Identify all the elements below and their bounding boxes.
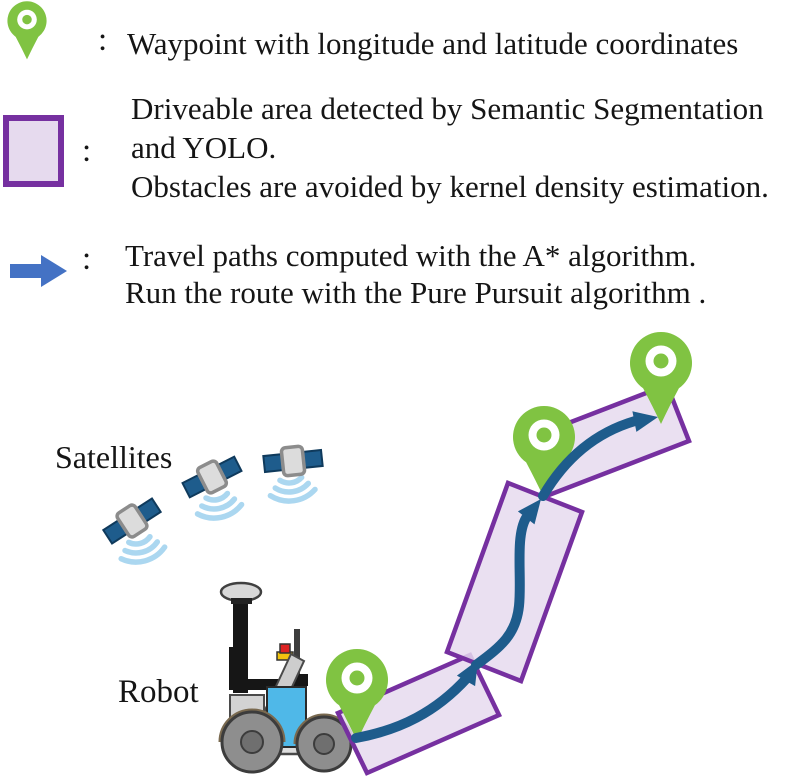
signal-waves-icon <box>197 487 243 527</box>
legend-colon: : <box>98 22 108 58</box>
satellite-icon <box>178 449 246 505</box>
legend-driveable-area-label: Driveable area detected by Semantic Segm… <box>131 89 769 206</box>
robot-illustration <box>218 581 355 774</box>
legend-waypoint-label: Waypoint with longitude and latitude coo… <box>127 26 739 61</box>
travel-path-segment-3 <box>538 416 640 501</box>
legend-driveable-line-1: Driveable area detected by Semantic Segm… <box>131 91 764 126</box>
travel-path-arrow-icon <box>10 255 67 287</box>
waypoint-pin-icon <box>7 1 47 60</box>
robot-label: Robot <box>118 674 199 710</box>
navigation-diagram: Satellites Robot <box>55 331 692 776</box>
driveable-area-swatch-icon <box>3 115 64 187</box>
legend-driveable-line-2: and YOLO. <box>131 130 277 165</box>
satellite-icon <box>98 491 166 551</box>
travel-path-segment-1 <box>351 673 472 743</box>
travel-path-group <box>351 411 658 743</box>
legend-colon: : <box>82 241 92 277</box>
legend-path-line-1: Travel paths computed with the A* algori… <box>125 238 697 273</box>
legend-travel-path-label: Travel paths computed with the A* algori… <box>125 237 706 311</box>
travel-path-arrowhead-2 <box>517 499 541 525</box>
satellite-icon <box>260 442 326 480</box>
satellites-label: Satellites <box>55 439 172 475</box>
legend-driveable-line-3: Obstacles are avoided by kernel density … <box>131 169 769 204</box>
driveable-area-group <box>334 382 692 776</box>
travel-path-segment-2 <box>471 513 531 670</box>
legend-path-line-2: Run the route with the Pure Pursuit algo… <box>125 275 707 310</box>
travel-path-arrowhead-3 <box>632 411 658 432</box>
driveable-area-rect-2 <box>444 480 585 684</box>
legend-colon: : <box>82 133 92 169</box>
